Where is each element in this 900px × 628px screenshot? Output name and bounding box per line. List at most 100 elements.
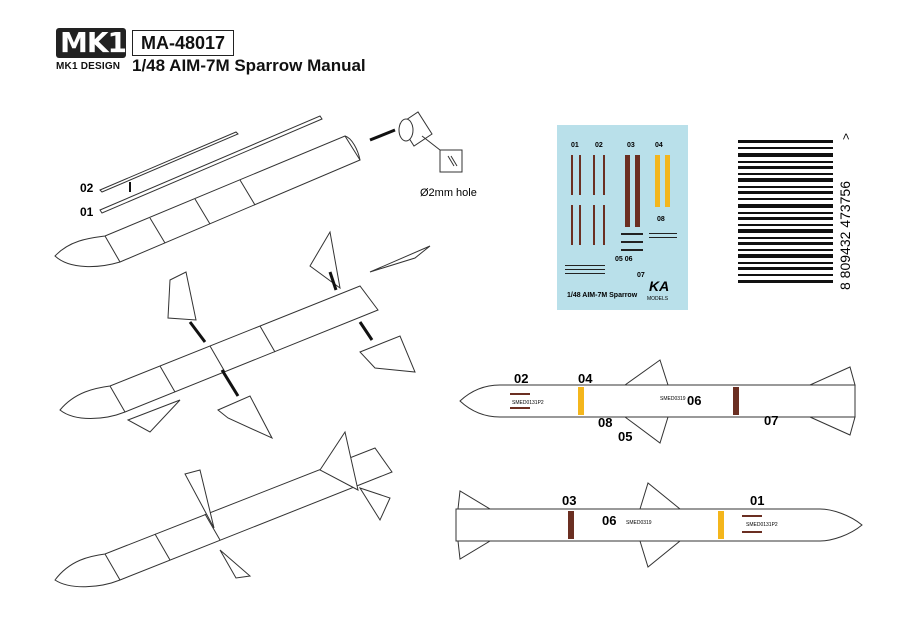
fin-top-left: [167, 271, 197, 321]
placement-bottom-missile: SMED0319 SMED0131P2: [455, 482, 863, 568]
bottom-body-outline: [455, 508, 863, 542]
bottom-stripe-b: [742, 531, 762, 533]
decal-brand-sub: MODELS: [647, 296, 669, 302]
decal-col-03: 03: [627, 142, 635, 149]
decal-footer: 1/48 AIM-7M Sparrow: [567, 292, 638, 299]
barcode-chevron: >: [839, 133, 853, 140]
barcode-bars: [738, 140, 833, 283]
top-rear-fins: [809, 366, 856, 436]
stripe-04b: [665, 155, 670, 207]
top-stencil-2: SMED0319: [660, 396, 686, 402]
decal-col-02: 02: [595, 142, 603, 149]
missile-body-step1: [54, 135, 361, 268]
bottom-rear-fins: [457, 490, 492, 560]
fin-step3-top: [184, 469, 215, 529]
bottom-front-fins: [639, 482, 682, 568]
arrow-fin-4: [220, 369, 240, 397]
bottom-label-01: 01: [750, 493, 764, 508]
decal-label-05-06: 05 06: [615, 256, 633, 263]
decal-label-08: 08: [657, 216, 665, 223]
product-code: MA-48017: [132, 30, 235, 56]
fin-step3-bottom: [219, 549, 252, 579]
decal-sheet: 01 02 03 04 08 05 06: [557, 125, 688, 310]
top-stencil-1: SMED0131P2: [512, 400, 544, 406]
fin-top-right: [369, 245, 431, 273]
bottom-labels: 03 06 01: [562, 493, 764, 528]
fin-right-lower: [359, 335, 416, 373]
top-body-outline: [459, 384, 856, 418]
stripe-03b: [635, 155, 640, 227]
callout-line: [421, 135, 441, 151]
stencil-h: [565, 273, 605, 274]
mk1-logo: MK1 MK1 DESIGN: [56, 28, 127, 80]
arrow-fin-1: [188, 321, 207, 343]
placement-diagram: SMED0131P2 SMED0319 02 04 08 05 06 07 SM…: [455, 359, 863, 568]
assembly-arrows: [129, 128, 396, 397]
decal-col-04: 04: [655, 142, 663, 149]
hole-note: Ø2mm hole: [420, 187, 477, 199]
top-label-02: 02: [514, 371, 528, 386]
stripe-02a: [593, 155, 595, 195]
top-label-06: 06: [687, 393, 701, 408]
decal-col-01: 01: [571, 142, 579, 149]
missile-body-step3: [54, 447, 393, 588]
fin-step3-rear-bottom: [358, 487, 391, 522]
body-end-step1: [344, 135, 361, 161]
arrow-fin-3: [358, 321, 374, 341]
stripe-01c: [571, 205, 573, 245]
body-sections-step1: [104, 179, 256, 263]
fin-bottom: [217, 395, 274, 440]
rod-part-01: [99, 115, 323, 214]
top-label-05: 05: [618, 429, 632, 444]
step2-group: [59, 230, 431, 440]
barcode-digits: 8 809432 473756: [837, 181, 853, 290]
missile-body-step2: [59, 285, 379, 419]
top-labels: 02 04 08 05 06 07: [514, 371, 778, 444]
fin-top-middle: [309, 230, 341, 290]
logo-mark: MK1: [56, 28, 127, 58]
stencil-a: [621, 233, 643, 235]
bottom-label-03: 03: [562, 493, 576, 508]
part-label-01: 01: [80, 205, 94, 219]
top-stripe-02a: [510, 393, 530, 395]
stripe-01b: [579, 155, 581, 195]
decal-label-07: 07: [637, 272, 645, 279]
arrow-fin-2: [328, 271, 338, 291]
bottom-stripe-a: [742, 515, 762, 517]
barcode-art: 8 809432 473756 >: [738, 133, 853, 290]
top-band-07: [733, 387, 739, 415]
stencil-f: [565, 265, 605, 266]
stencil-g: [565, 269, 605, 270]
fin-step3-rear-top: [319, 430, 359, 491]
top-label-08: 08: [598, 415, 612, 430]
stripe-03a: [625, 155, 630, 227]
stripe-02b: [603, 155, 605, 195]
stripe-02d: [603, 205, 605, 245]
decal-brand: KA: [649, 278, 669, 294]
hole-callout-detail: [447, 155, 458, 167]
stencil-e: [649, 237, 677, 238]
decal-sheet-art: 01 02 03 04 08 05 06: [565, 142, 677, 302]
bottom-band-03: [568, 511, 574, 539]
top-front-fins: [623, 359, 669, 444]
fin-bottom-left: [126, 399, 181, 433]
stripe-02c: [593, 205, 595, 245]
page-title: 1/48 AIM-7M Sparrow Manual: [132, 56, 366, 75]
stripe-01d: [579, 205, 581, 245]
step1-group: [54, 111, 463, 268]
placement-top-missile: SMED0131P2 SMED0319: [459, 359, 856, 444]
stencil-c: [621, 249, 643, 251]
stripe-01a: [571, 155, 573, 195]
nozzle-opening: [398, 118, 414, 142]
top-label-07: 07: [764, 413, 778, 428]
bottom-stencil-2: SMED0131P2: [746, 522, 778, 528]
assembly-diagram: 02 01 Ø2mm hole: [54, 111, 477, 588]
body-sections-step2: [109, 325, 276, 413]
decal-stripes: [571, 155, 670, 245]
bottom-band-01: [718, 511, 724, 539]
body-sections-step3: [104, 513, 221, 581]
stencil-d: [649, 233, 677, 234]
stencil-b: [621, 241, 643, 243]
stripe-04a: [655, 155, 660, 207]
part-label-02: 02: [80, 181, 94, 195]
